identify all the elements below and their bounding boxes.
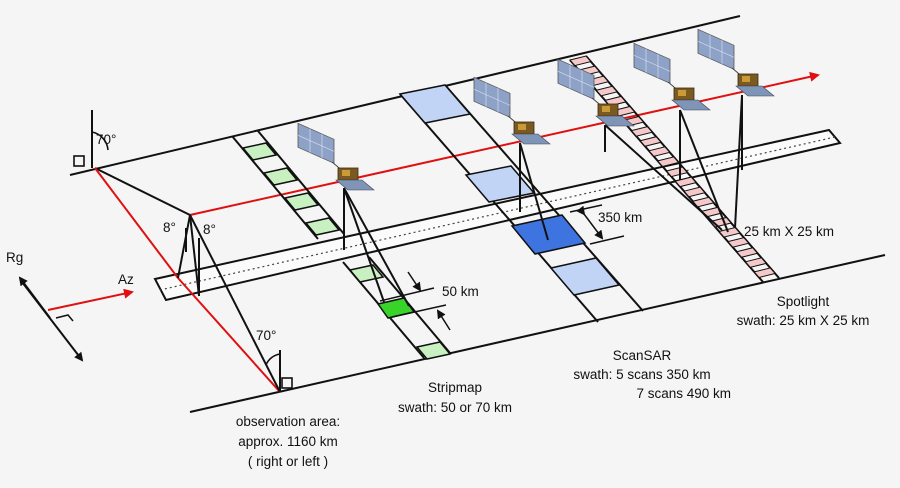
az-label: Az	[118, 272, 134, 287]
scansar-swath-line1: swath: 5 scans 350 km	[573, 367, 710, 382]
left-geom-top	[94, 167, 191, 216]
scansar-swath-line2: 7 scans 490 km	[636, 386, 731, 401]
left-red-top	[94, 167, 179, 279]
az-axis	[47, 288, 134, 311]
angle-top-label: 70°	[96, 132, 116, 147]
spotlight-cell	[691, 196, 715, 208]
scansar-cell-active	[510, 214, 587, 255]
spotlight-cell	[639, 136, 662, 147]
spotlight-cell	[595, 85, 619, 97]
spotlight-cells	[569, 55, 776, 279]
satellite-icon	[697, 28, 775, 97]
km350-dimension	[569, 204, 625, 245]
right-angle-top	[73, 155, 85, 167]
rg-label: Rg	[6, 250, 23, 265]
angle-arc-bottom	[265, 353, 281, 366]
stripmap-cell	[283, 192, 320, 211]
scansar-title: ScanSAR	[613, 348, 672, 363]
spotlight-title: Spotlight	[777, 294, 830, 309]
spotlight-cell	[674, 176, 698, 188]
orbit-arrow	[189, 71, 820, 216]
obs-area-line3: ( right or left )	[248, 454, 328, 469]
scansar-swath	[398, 84, 644, 323]
satellite-icon	[473, 76, 551, 145]
spotlight-cell	[648, 146, 671, 157]
spotlight-cell	[753, 267, 776, 279]
angle-arc-top	[91, 131, 109, 151]
obs-area-line2: approx. 1160 km	[238, 434, 338, 449]
rg-axis-back	[18, 276, 51, 319]
spotlight-cell	[683, 186, 706, 198]
angle-right-label: 8°	[203, 222, 216, 237]
angle-bottom-label: 70°	[256, 328, 276, 343]
scansar-cell	[549, 257, 621, 296]
left-geom-near	[177, 214, 191, 279]
left-geom-mid	[189, 214, 200, 297]
ground-bottom-edge	[189, 254, 886, 413]
satellite-icon	[297, 122, 375, 191]
rg-az-right-angle	[55, 314, 74, 322]
km50-dimension	[379, 271, 451, 331]
spotlight-cell	[735, 247, 759, 258]
spotlight-cell	[630, 126, 654, 137]
km350-label: 350 km	[598, 210, 642, 225]
stripmap-cell	[415, 341, 452, 360]
spotlight-swath	[569, 55, 780, 283]
obs-area-line1: observation area:	[236, 414, 340, 429]
spot-cell-label: 25 km X 25 km	[744, 224, 834, 239]
stripmap-cell	[304, 217, 341, 236]
angle-left-label: 8°	[163, 220, 176, 235]
spotlight-swath-label: swath: 25 km X 25 km	[737, 313, 870, 328]
spotlight-cell	[726, 237, 750, 248]
spotlight-cell	[569, 55, 592, 67]
spotlight-cell	[744, 257, 768, 268]
stripmap-swath	[231, 130, 452, 360]
stripmap-cell	[241, 142, 278, 161]
left-geom-far	[189, 214, 281, 393]
stripmap-swath-label: swath: 50 or 70 km	[398, 400, 512, 415]
spotlight-cell	[665, 166, 689, 178]
left-red-bottom	[177, 277, 281, 393]
stripmap-title: Stripmap	[428, 380, 482, 395]
scansar-cell	[398, 84, 472, 124]
stripmap-cell	[262, 167, 299, 186]
track-centerline	[159, 136, 836, 291]
right-angle-bottom	[281, 377, 293, 389]
km50-label: 50 km	[442, 284, 479, 299]
spotlight-cell	[656, 156, 680, 168]
spotlight-cell	[718, 226, 741, 238]
